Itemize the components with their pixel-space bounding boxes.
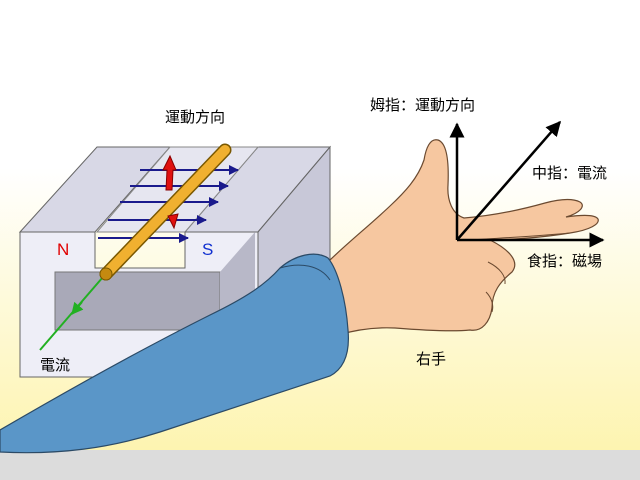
right-hand-label: 右手 (416, 350, 446, 368)
middle-finger-label: 中指：電流 (532, 164, 607, 182)
sleeve (0, 253, 350, 454)
finger-crease (485, 291, 494, 313)
magnet-inner-recess (54, 271, 221, 331)
current-direction-arrow (71, 301, 84, 315)
axis-arrows (449, 120, 605, 248)
conductor-rod (99, 143, 232, 281)
index-finger-label: 食指：磁場 (527, 252, 602, 270)
current-label: 電流 (40, 356, 70, 374)
black-arrow-icon (456, 120, 561, 241)
red-arrow-icon (162, 154, 179, 230)
north-pole-label: N (57, 240, 69, 259)
motion-direction-label: 運動方向 (165, 108, 225, 126)
hand (327, 139, 599, 336)
bottom-band (0, 450, 640, 480)
sleeve-fold (279, 264, 331, 281)
rod-end (99, 267, 113, 281)
right-hand-illustration (0, 139, 599, 454)
thumb-label: 姆指：運動方向 (370, 96, 475, 114)
finger-crease (487, 261, 506, 285)
south-pole-label: S (202, 240, 213, 259)
magnet-back-wall (95, 146, 260, 233)
